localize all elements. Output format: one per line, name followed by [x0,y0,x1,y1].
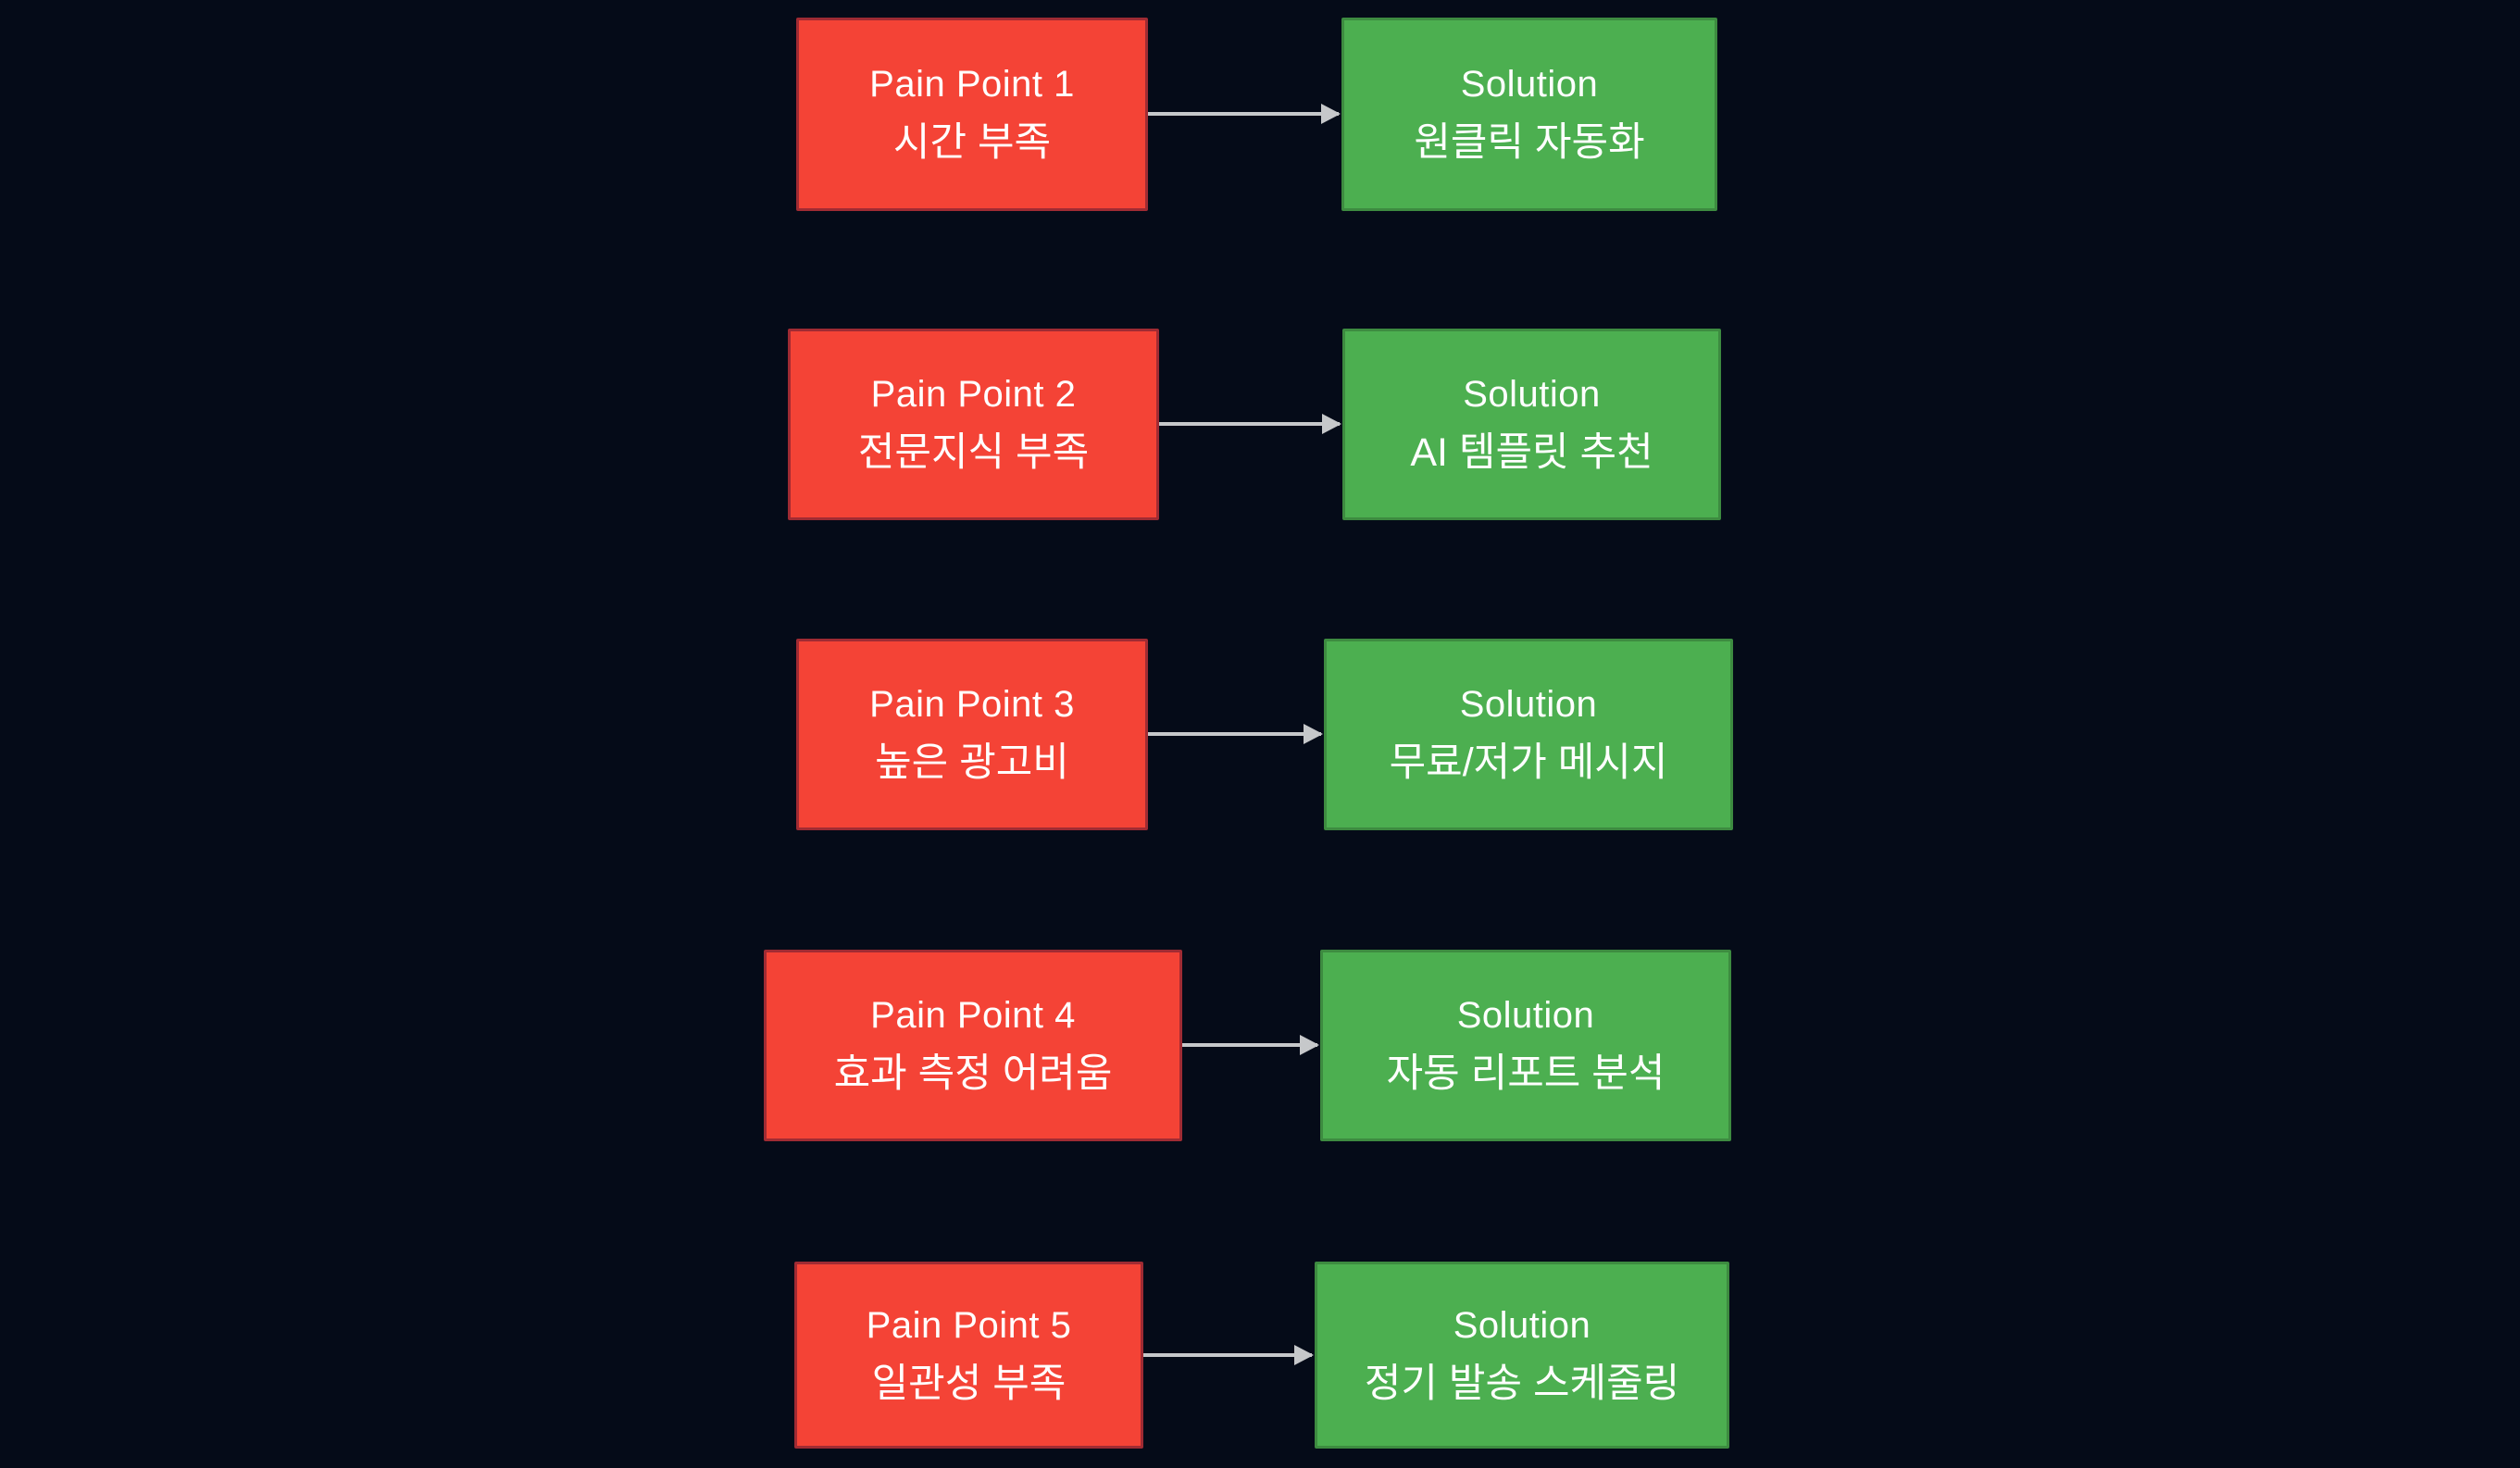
arrow-1 [1148,104,1341,124]
arrow-4 [1182,1035,1319,1055]
solution-3-box: Solution 무료/저가 메시지 [1324,639,1733,830]
pain-point-5-title: Pain Point 5 [866,1304,1072,1346]
solution-1-box: Solution 원클릭 자동화 [1341,18,1717,211]
arrowhead-icon [1321,104,1341,124]
solution-4-subtitle: 자동 리포트 분석 [1386,1051,1665,1096]
solution-5-title: Solution [1453,1304,1591,1346]
pain-point-1-box: Pain Point 1 시간 부족 [796,18,1148,211]
pain-point-1-subtitle: 시간 부족 [892,120,1052,165]
arrow-2 [1159,414,1341,434]
solution-3-title: Solution [1459,684,1598,725]
pain-point-2-subtitle: 전문지식 부족 [857,430,1090,475]
arrowhead-icon [1294,1345,1314,1365]
pain-point-4-title: Pain Point 4 [870,995,1076,1036]
arrowhead-icon [1322,414,1341,434]
solution-4-box: Solution 자동 리포트 분석 [1320,950,1731,1141]
solution-1-title: Solution [1460,64,1599,105]
arrow-5 [1143,1345,1314,1365]
pain-point-3-title: Pain Point 3 [869,684,1075,725]
pain-point-5-box: Pain Point 5 일관성 부족 [794,1262,1143,1449]
solution-5-subtitle: 정기 발송 스케줄링 [1364,1361,1680,1406]
solution-5-box: Solution 정기 발송 스케줄링 [1315,1262,1729,1449]
pain-point-1-title: Pain Point 1 [869,64,1075,105]
arrow-3 [1148,724,1323,744]
solution-3-subtitle: 무료/저가 메시지 [1389,740,1668,785]
solution-2-subtitle: AI 템플릿 추천 [1410,430,1653,475]
solution-2-box: Solution AI 템플릿 추천 [1342,329,1721,520]
solution-4-title: Solution [1456,995,1595,1036]
arrowhead-icon [1300,1035,1319,1055]
arrowhead-icon [1304,724,1323,744]
pain-point-3-box: Pain Point 3 높은 광고비 [796,639,1148,830]
pain-point-5-subtitle: 일관성 부족 [871,1361,1067,1406]
solution-1-subtitle: 원클릭 자동화 [1414,120,1645,165]
pain-point-2-title: Pain Point 2 [870,374,1077,415]
pain-point-2-box: Pain Point 2 전문지식 부족 [788,329,1159,520]
pain-point-3-subtitle: 높은 광고비 [875,740,1069,785]
solution-2-title: Solution [1463,374,1601,415]
pain-point-4-subtitle: 효과 측정 어려움 [833,1051,1113,1096]
pain-point-4-box: Pain Point 4 효과 측정 어려움 [764,950,1182,1141]
